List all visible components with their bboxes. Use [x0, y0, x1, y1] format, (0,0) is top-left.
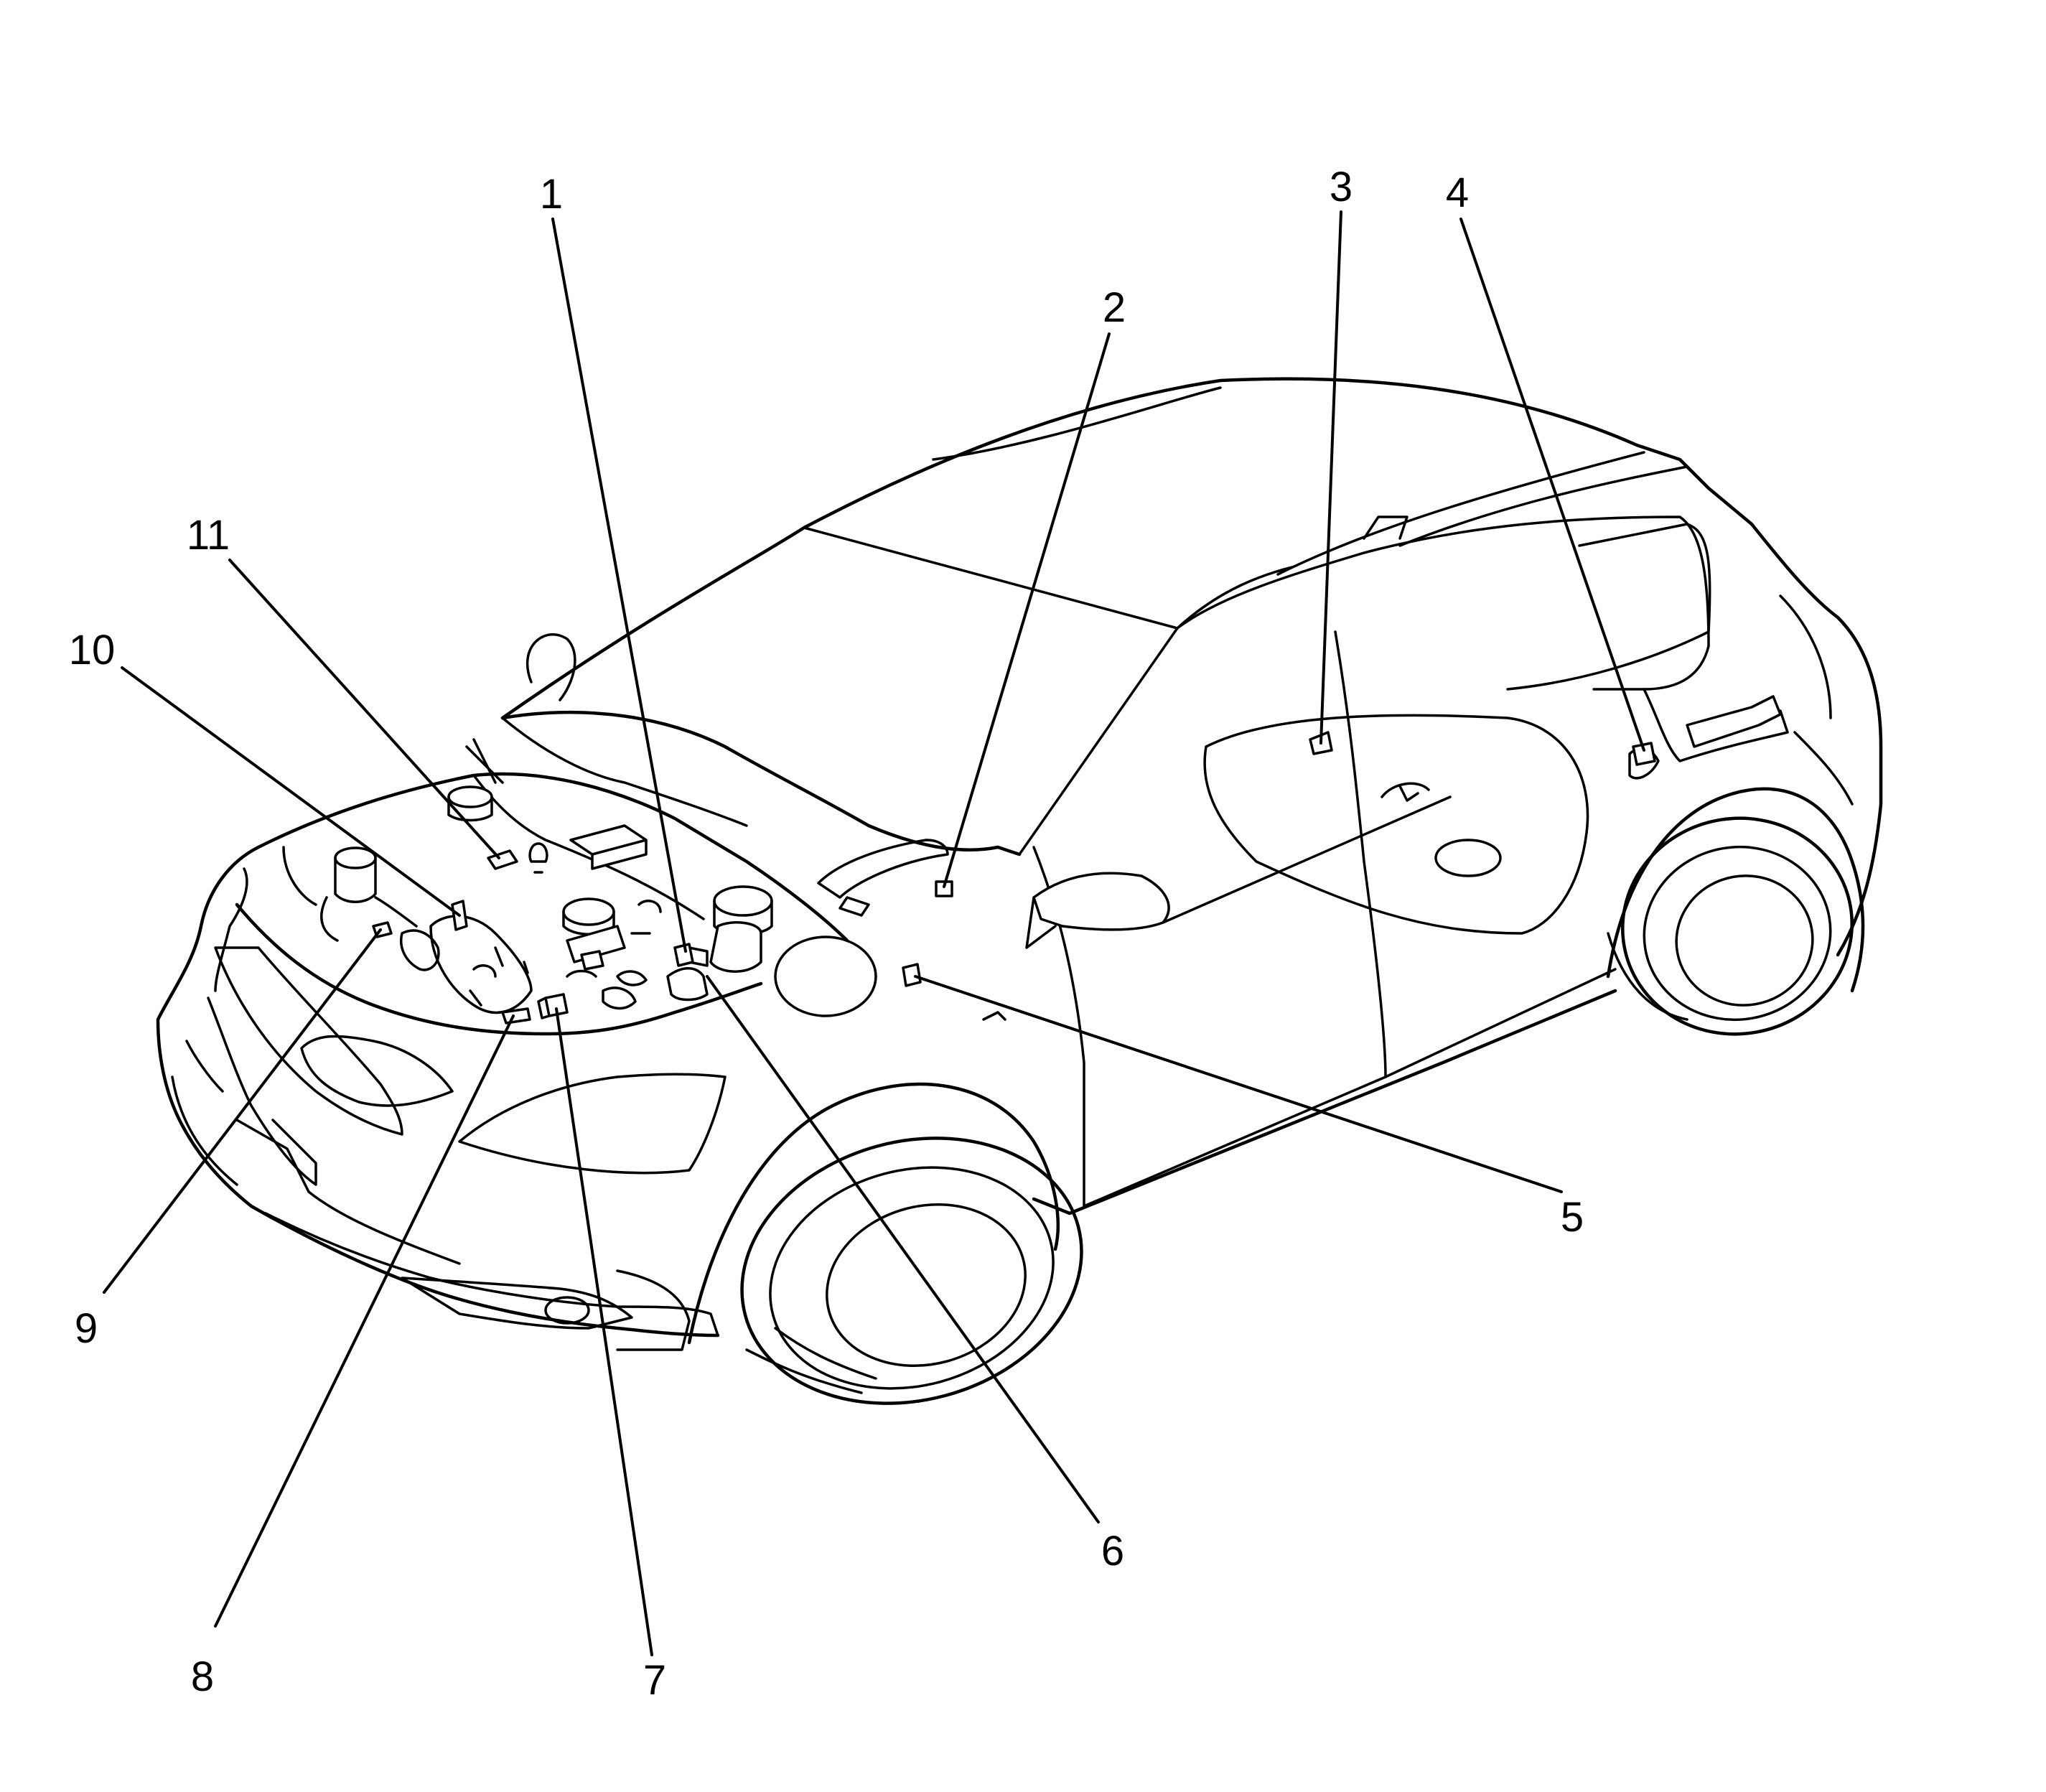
side-mirror: [1032, 872, 1170, 931]
leader-8: [214, 1014, 515, 1628]
harness-connector-7: [537, 993, 569, 1019]
callout-label-8: 8: [191, 1653, 214, 1700]
left-headlight: [300, 1035, 454, 1107]
front-wheel-rim: [826, 1203, 1027, 1368]
callout-label-2: 2: [1103, 284, 1126, 331]
rocker-panel: [1032, 989, 1617, 1215]
rear-tire-tread: [1607, 932, 1688, 1021]
grille-frame: [207, 997, 317, 1186]
hood-front-edge: [235, 902, 763, 1036]
rear-fender-arch: [1606, 787, 1865, 993]
right-strut-top: [713, 885, 773, 917]
bumper-lines: [171, 1040, 461, 1265]
connector-4: [1632, 742, 1656, 766]
leader-3: [1319, 210, 1342, 745]
cowl-wiper: [817, 839, 949, 899]
engine-bay-inner: [472, 774, 705, 920]
callout-label-1: 1: [540, 171, 563, 218]
small-parts: [469, 900, 662, 1007]
hood-prop-bump: [525, 633, 576, 701]
front-tire-inner: [769, 1166, 1055, 1390]
callout-leaders: [103, 210, 1645, 1656]
rear-wheel-rim: [1675, 874, 1814, 1007]
right-headlight: [458, 1073, 727, 1175]
callout-label-7: 7: [643, 1657, 666, 1704]
windshield: [803, 386, 1222, 856]
b-pillar: [1334, 630, 1387, 1078]
leader-6: [706, 975, 1100, 1523]
roof-rail: [1276, 451, 1688, 576]
engine-block: [429, 915, 533, 1014]
rear-door: [1384, 968, 1617, 1078]
left-strut: [447, 795, 493, 822]
callout-label-10: 10: [69, 627, 116, 673]
fog-light-recess: [616, 1269, 691, 1351]
brake-booster: [774, 935, 877, 1017]
leader-4: [1459, 218, 1645, 752]
roof-outline: [500, 377, 1883, 957]
connector-5: [902, 963, 922, 987]
cowl-nozzle: [839, 896, 870, 917]
callout-labels: 1 2 3 4 5 6 7 8 9 10 11: [69, 164, 1584, 1704]
windshield-lower-edge: [1176, 566, 1294, 630]
coolant-reservoir: [320, 857, 418, 942]
harness-connector-8: [501, 1007, 531, 1025]
rear-hatch-lines: [1779, 594, 1854, 806]
callout-label-6: 6: [1101, 1528, 1124, 1574]
callout-label-3: 3: [1330, 164, 1353, 210]
hood-rear-edge: [501, 717, 748, 827]
fog-light: [544, 1296, 590, 1325]
callout-label-5: 5: [1561, 1194, 1584, 1241]
rear-seat-outline: [1203, 714, 1589, 935]
strut-bracket: [465, 738, 504, 784]
connector-2: [935, 880, 953, 897]
engine-bay-outline: [256, 772, 849, 943]
front-tire-tread: [745, 1327, 877, 1394]
floor-panel-circle: [1434, 839, 1502, 877]
harness-parts: [566, 969, 648, 1010]
leader-7: [555, 1007, 653, 1656]
rear-window: [1506, 523, 1711, 691]
leader-9: [103, 928, 382, 1294]
vehicle-illustration: [156, 377, 1883, 1405]
alternator: [400, 929, 440, 971]
front-door: [1032, 846, 1387, 1208]
rear-lamp: [1686, 695, 1782, 748]
leader-2: [943, 332, 1111, 888]
callout-label-4: 4: [1446, 169, 1469, 216]
rear-tire: [1621, 816, 1854, 1036]
connector-11: [487, 849, 518, 870]
hood-outline: [500, 710, 1022, 857]
leader-5: [914, 975, 1563, 1193]
callout-label-9: 9: [75, 1305, 98, 1352]
battery-terminal: [580, 950, 604, 971]
leader-1: [551, 218, 687, 953]
throttle-body: [709, 921, 762, 973]
lower-fascia: [264, 1212, 719, 1337]
oil-cap: [562, 897, 615, 926]
grille-opening: [214, 946, 403, 1136]
mirror-arm: [1025, 795, 1452, 949]
front-fascia-upper-line: [214, 846, 317, 992]
side-window-opening: [1176, 515, 1710, 691]
connector-cluster-6: [666, 967, 709, 1002]
floor-symbol: [1381, 782, 1430, 802]
fog-light-bar: [401, 1277, 633, 1330]
front-tire: [740, 1137, 1083, 1405]
leader-11: [228, 559, 500, 859]
door-handle-mark: [982, 1011, 1006, 1021]
intake-box: [569, 824, 648, 870]
left-strut-top: [447, 785, 493, 808]
rear-tire-inner: [1643, 845, 1832, 1022]
connector-11b: [528, 842, 548, 874]
callout-label-11: 11: [187, 512, 230, 559]
battery: [566, 925, 626, 963]
leader-10: [121, 666, 461, 917]
